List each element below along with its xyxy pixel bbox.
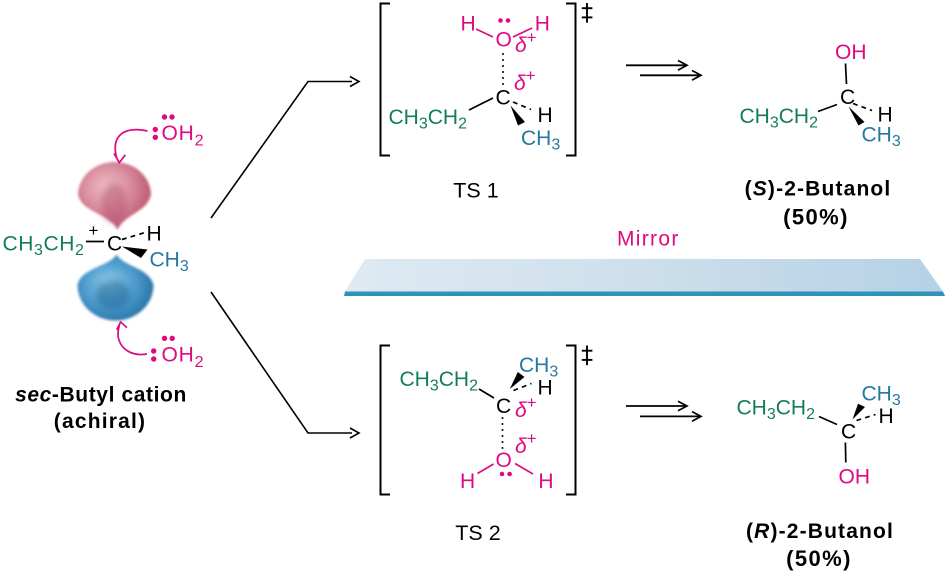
- svg-text:H: H: [538, 377, 553, 400]
- svg-text:C: C: [840, 86, 855, 109]
- svg-text:OH: OH: [835, 41, 867, 64]
- svg-text:C: C: [841, 421, 856, 444]
- svg-text:O: O: [496, 28, 512, 51]
- svg-text:OH2: OH2: [162, 122, 205, 150]
- svg-text:H: H: [147, 223, 162, 246]
- svg-text:δ+: δ+: [515, 28, 537, 57]
- svg-text:CH3: CH3: [862, 123, 901, 150]
- svg-text:(50%): (50%): [783, 205, 849, 230]
- svg-text:Mirror: Mirror: [617, 228, 680, 251]
- svg-text:CH3CH2: CH3CH2: [737, 396, 816, 423]
- svg-text:H: H: [879, 405, 894, 428]
- svg-text:CH3CH2: CH3CH2: [400, 368, 479, 395]
- svg-text:H: H: [878, 103, 893, 126]
- svg-text:CH3: CH3: [150, 249, 189, 276]
- svg-text:δ+: δ+: [515, 429, 537, 458]
- svg-text:O: O: [496, 449, 512, 472]
- svg-text:CH3CH2: CH3CH2: [389, 106, 468, 133]
- svg-text:δ+: δ+: [515, 393, 537, 422]
- svg-text:CH3: CH3: [521, 127, 560, 154]
- svg-text:CH3CH2: CH3CH2: [2, 233, 84, 260]
- svg-text:TS 1: TS 1: [453, 179, 498, 203]
- svg-text:(50%): (50%): [786, 546, 852, 571]
- svg-text:H: H: [538, 104, 553, 127]
- svg-text:OH: OH: [839, 465, 871, 488]
- svg-text:OH2: OH2: [162, 344, 205, 372]
- svg-text:C: C: [107, 233, 122, 256]
- svg-text:(R)-2-Butanol: (R)-2-Butanol: [746, 520, 894, 543]
- svg-text:H: H: [460, 470, 475, 493]
- svg-text:+: +: [89, 221, 99, 240]
- svg-text:H: H: [461, 13, 476, 36]
- svg-text:C: C: [496, 86, 511, 109]
- svg-text:C: C: [496, 395, 511, 418]
- svg-text:sec-Butyl cation: sec-Butyl cation: [15, 384, 187, 407]
- svg-text:δ+: δ+: [514, 66, 536, 95]
- svg-text:TS 2: TS 2: [455, 521, 500, 545]
- svg-text:H: H: [538, 470, 553, 493]
- svg-text:(achiral): (achiral): [54, 410, 147, 433]
- svg-text:CH3CH2: CH3CH2: [740, 105, 819, 132]
- svg-text:(S)-2-Butanol: (S)-2-Butanol: [745, 178, 892, 201]
- svg-text:H: H: [535, 13, 550, 36]
